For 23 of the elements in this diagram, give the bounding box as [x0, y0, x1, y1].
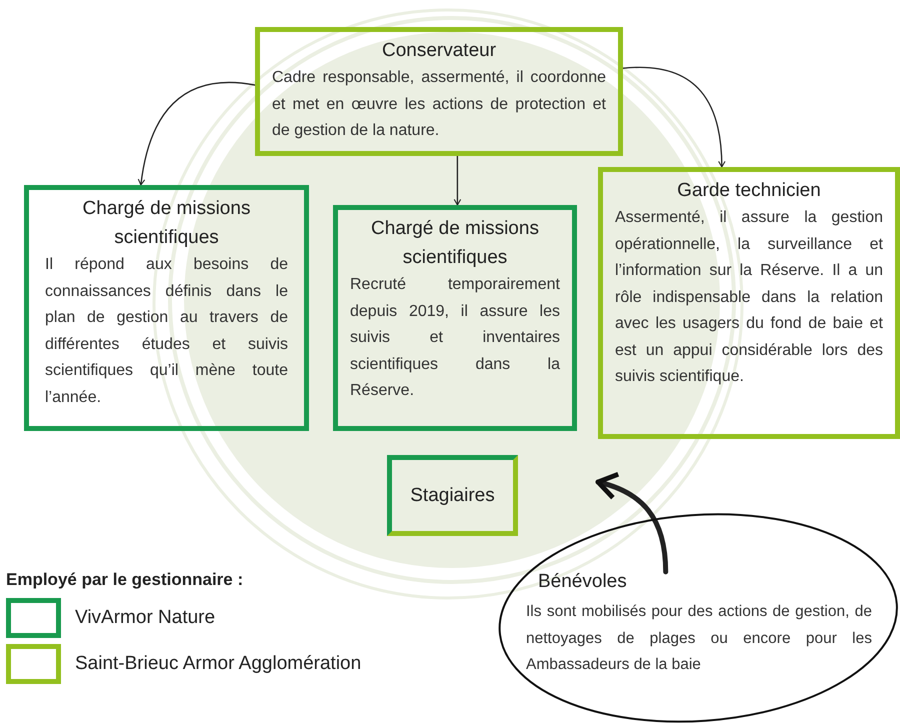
arrow: [138, 82, 256, 186]
arrow: [454, 155, 462, 206]
role-title: Bénévoles: [538, 570, 627, 594]
role-card: [255, 27, 623, 156]
role-title: Chargé de missions scientifiques: [370, 217, 540, 270]
arrow: [622, 66, 726, 168]
role-title: Garde technicien: [676, 179, 822, 203]
legend-title: Employé par le gestionnaire :: [6, 569, 244, 591]
role-title: Conservateur: [380, 39, 498, 63]
role-title: Stagiaires: [410, 484, 495, 508]
role-box: [387, 455, 518, 536]
role-title: Chargé de missions scientifiques: [82, 197, 252, 250]
role-description: Il répond aux besoins de connaissances définis dans le plan de gestion au travers de différentes études et suivis scientifiques qu’il mène toute l’année.: [45, 255, 288, 408]
role-description: Ils sont mobilisés pour des actions de gestion, de nettoyages de plages ou encore pour les Ambassadeurs de la baie: [526, 602, 872, 675]
legend-label: VivArmor Nature: [75, 606, 216, 630]
role-card: [24, 185, 309, 431]
legend-label: Saint-Brieuc Armor Agglomération: [75, 652, 362, 676]
role-description: Recruté temporairement depuis 2019, il assure les suivis et inventaires scientifiques dans la Réserve.: [350, 275, 560, 401]
role-description: Assermenté, il assure la gestion opérationnelle, la surveillance et l’information sur la Réserve. Il a un rôle indispensable dans la relation avec les usagers du fond de baie et est un appui considérable lors des suivis scientifique.: [615, 208, 883, 387]
role-description: Cadre responsable, assermenté, il coordonne et met en œuvre les actions de protection et de gestion de la nature.: [272, 68, 606, 141]
role-card: [598, 167, 900, 439]
arrow: [596, 472, 668, 574]
role-card: [333, 205, 577, 431]
